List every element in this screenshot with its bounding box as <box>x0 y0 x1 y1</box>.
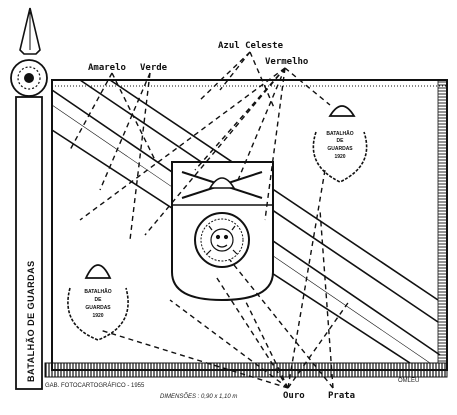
emblem-line: GUARDAS <box>85 305 111 311</box>
leader-lines <box>69 51 351 389</box>
footer: GAB. FOTOCARTOGRÁFICO - 1955 DIMENSÕES :… <box>45 378 419 400</box>
footer-dimensions: DIMENSÕES : 0,90 x 1,10 m <box>160 393 237 400</box>
helmet-icon <box>328 105 356 117</box>
emblem-line: DE <box>95 297 103 303</box>
crown-icon <box>84 264 112 279</box>
lion-head-icon <box>206 225 238 255</box>
label-vermelho: Vermelho <box>265 57 308 67</box>
lion-roundel <box>194 212 250 268</box>
staff-text: BATALHÃO DE GUARDAS <box>26 260 36 382</box>
label-amarelo: Amarelo <box>88 63 126 73</box>
label-ouro: Ouro <box>283 391 305 401</box>
emblem-bottom-left: BATALHÃO DE GUARDAS 1920 <box>67 264 129 341</box>
label-azul-celeste: Azul Celeste <box>218 41 284 51</box>
footer-credit: GAB. FOTOCARTOGRÁFICO - 1955 <box>45 382 145 389</box>
emblem-line: GUARDAS <box>327 146 353 152</box>
fringe <box>44 362 448 378</box>
emblem-line: 1920 <box>92 313 103 319</box>
label-prata: Prata <box>328 391 355 401</box>
label-verde: Verde <box>140 63 168 73</box>
emblem-line: BATALHÃO <box>84 288 111 295</box>
staff-pole <box>15 96 43 390</box>
emblem-line: 1920 <box>334 154 345 160</box>
emblem-line: BATALHÃO <box>326 130 353 137</box>
emblem-top-right: BATALHÃO DE GUARDAS 1920 <box>312 105 368 183</box>
helmet-icon <box>208 177 236 189</box>
laurel-wreath-icon <box>312 131 368 183</box>
emblem-line: DE <box>337 138 345 144</box>
footer-signature: OMLEU <box>398 378 419 384</box>
central-shield <box>171 161 274 302</box>
rosette-icon <box>10 59 48 97</box>
color-labels: Amarelo Verde Azul Celeste Vermelho Ouro… <box>88 41 355 401</box>
laurel-wreath-icon <box>67 287 129 341</box>
spearhead-icon <box>19 7 41 55</box>
flag-staff: BATALHÃO DE GUARDAS <box>10 7 48 390</box>
